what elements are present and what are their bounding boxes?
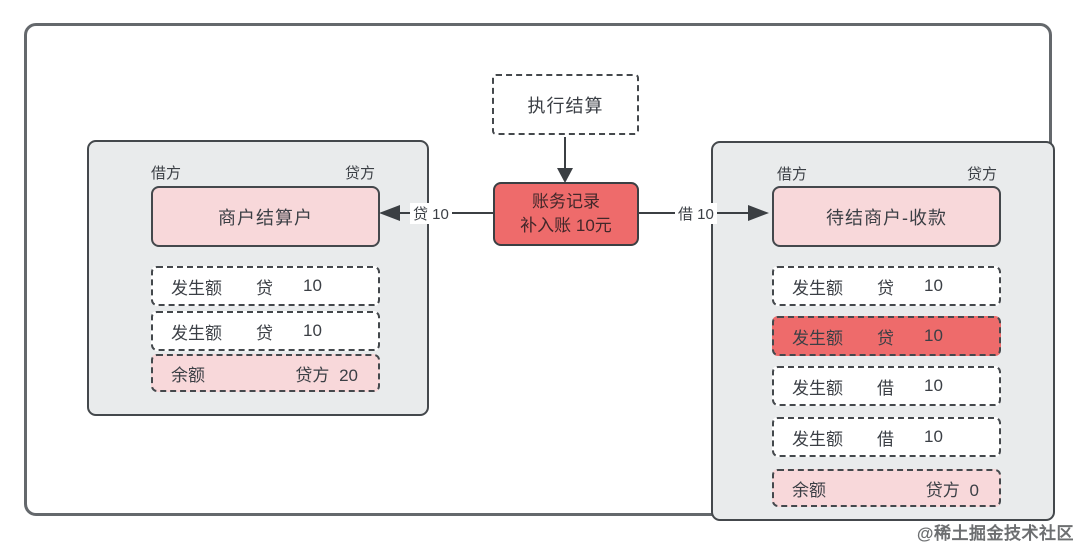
entry-side: 贷: [877, 328, 894, 348]
arrow-left-icon: [379, 205, 400, 221]
right-credit-header: 贷方: [966, 166, 997, 183]
entry-value: 10: [924, 276, 943, 295]
left-entry-row: 发生额 贷 10: [151, 266, 380, 306]
entry-value: 10: [303, 321, 322, 340]
entry-value: 10: [924, 427, 943, 446]
ledger-record-box: 账务记录 补入账 10元: [493, 182, 639, 246]
record-line2: 补入账 10元: [520, 216, 612, 235]
right-panel-headers: 借方 贷方: [713, 163, 1053, 184]
right-entry-row: 发生额 贷 10: [772, 266, 1001, 306]
entry-label: 发生额: [792, 378, 843, 398]
trigger-label: 执行结算: [527, 95, 604, 116]
arrow-right-icon: [748, 205, 769, 221]
right-debit-header: 借方: [777, 166, 808, 183]
balance-side: 贷方: [295, 365, 330, 385]
entry-value: 10: [924, 376, 943, 395]
left-credit-header: 贷方: [344, 165, 375, 182]
balance-amount: 贷方 20: [290, 361, 358, 386]
left-account-name: 商户结算户: [218, 207, 313, 228]
entry-side: 贷: [877, 278, 894, 298]
watermark: @稀土掘金技术社区: [916, 524, 1074, 543]
diagram-frame: 借方 贷方 商户结算户 发生额 贷 10 发生额 贷 10 余额 贷方 20: [24, 23, 1055, 521]
entry-label: 发生额: [792, 328, 843, 348]
entry-label: 发生额: [171, 278, 222, 298]
entry-label: 发生额: [792, 429, 843, 449]
right-account-title-box: 待结商户-收款: [772, 186, 1001, 247]
flow-connector-vertical: [564, 137, 566, 169]
left-arrow-label: 贷 10: [410, 203, 452, 224]
entry-label: 发生额: [171, 323, 222, 343]
left-account-panel: 借方 贷方 商户结算户 发生额 贷 10 发生额 贷 10 余额 贷方 20: [87, 140, 429, 416]
left-account-title-box: 商户结算户: [151, 186, 380, 247]
balance-label: 余额: [171, 365, 205, 385]
record-line1: 账务记录: [532, 192, 600, 211]
entry-side: 借: [877, 429, 894, 449]
left-balance-row: 余额 贷方 20: [151, 354, 380, 392]
right-account-name: 待结商户-收款: [826, 207, 947, 228]
balance-value: 20: [339, 365, 358, 385]
right-arrow-label: 借 10: [675, 203, 717, 224]
entry-side: 贷: [256, 323, 273, 343]
right-entry-row: 发生额 借 10: [772, 417, 1001, 457]
right-balance-row: 余额 贷方 0: [772, 469, 1001, 507]
left-panel-headers: 借方 贷方: [89, 162, 427, 183]
right-entry-row: 发生额 借 10: [772, 366, 1001, 406]
trigger-step-box: 执行结算: [492, 74, 639, 135]
entry-side: 贷: [256, 278, 273, 298]
entry-side: 借: [877, 378, 894, 398]
arrow-down-icon: [557, 168, 573, 183]
left-debit-header: 借方: [151, 165, 182, 182]
entry-value: 10: [924, 326, 943, 345]
entry-label: 发生额: [792, 278, 843, 298]
left-entry-row: 发生额 贷 10: [151, 311, 380, 351]
right-account-panel: 借方 贷方 待结商户-收款 发生额 贷 10 发生额 贷 10 发生额 借 10: [711, 141, 1055, 521]
balance-value: 0: [969, 480, 979, 500]
entry-value: 10: [303, 276, 322, 295]
balance-side: 贷方: [925, 480, 960, 500]
balance-amount: 贷方 0: [921, 476, 979, 501]
balance-label: 余额: [792, 480, 826, 500]
right-entry-row-highlighted: 发生额 贷 10: [772, 316, 1001, 356]
